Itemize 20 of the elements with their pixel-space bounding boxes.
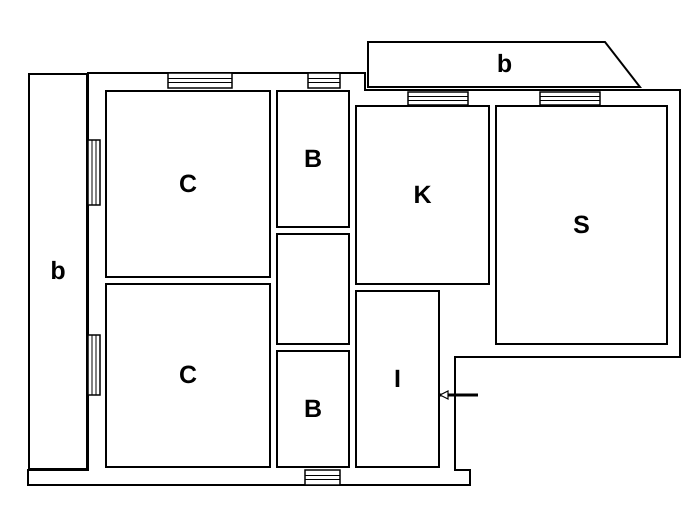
room-label: b: [496, 50, 512, 79]
room: [28, 73, 88, 470]
room: [355, 105, 490, 285]
room-outline: [276, 233, 350, 345]
room: [355, 290, 440, 468]
room-label: C: [178, 170, 198, 198]
balcony: [367, 41, 642, 88]
room-label: S: [573, 210, 590, 240]
room-label: B: [304, 144, 322, 174]
room: [276, 90, 350, 228]
entrance-arrow: [439, 390, 478, 400]
room: [105, 90, 271, 278]
room: [495, 105, 668, 345]
room: [105, 283, 271, 468]
room-label: C: [178, 361, 198, 390]
room-label: I: [394, 364, 401, 394]
room: [276, 350, 350, 468]
room-label: B: [304, 394, 322, 424]
room-label: b: [50, 257, 66, 286]
room-label: K: [413, 180, 432, 210]
